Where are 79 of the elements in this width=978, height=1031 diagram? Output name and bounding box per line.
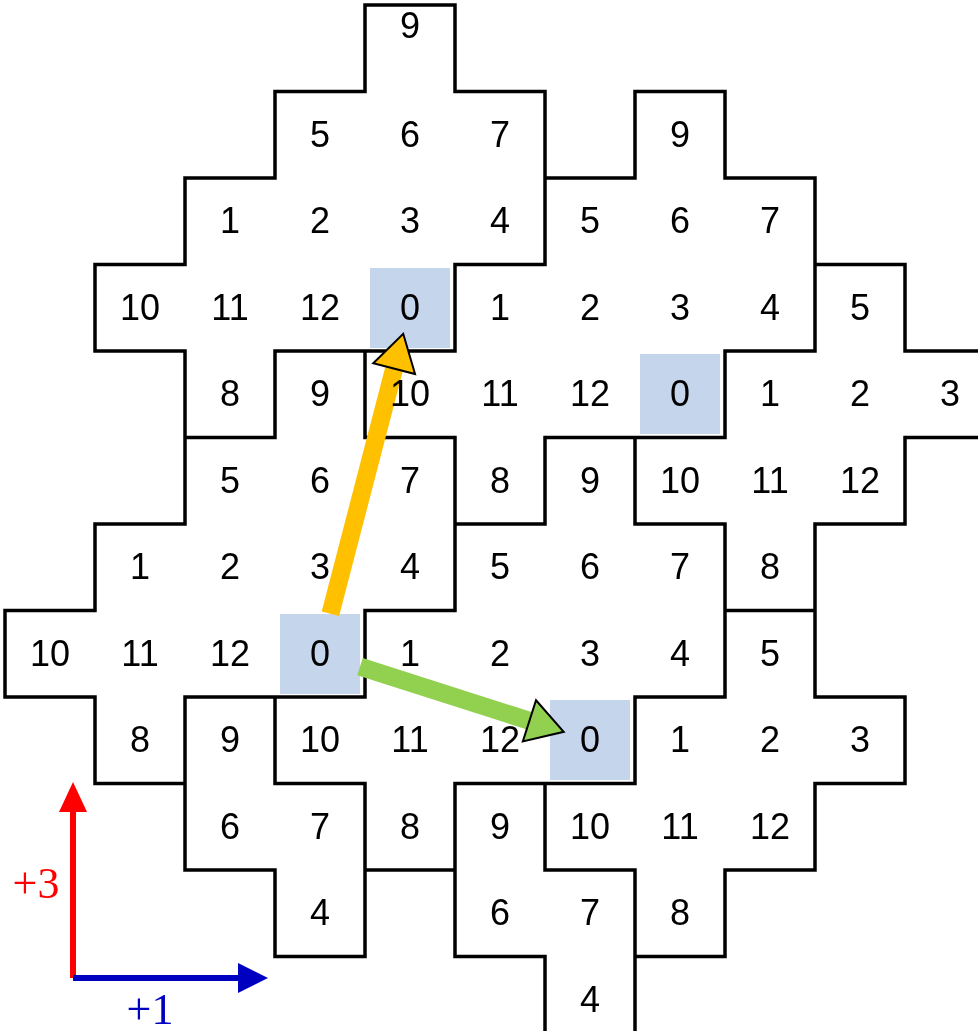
cell-number: 10 bbox=[120, 289, 160, 326]
cell-number: 2 bbox=[490, 635, 510, 672]
cell-number: 3 bbox=[940, 376, 960, 413]
cell-number: 1 bbox=[760, 376, 780, 413]
arrow bbox=[357, 658, 565, 743]
cell-number: 12 bbox=[750, 808, 790, 845]
cell-number: 2 bbox=[850, 376, 870, 413]
highlighted-cell: 0 bbox=[370, 267, 450, 348]
cell-number: 9 bbox=[670, 116, 690, 153]
cell-number: 10 bbox=[660, 462, 700, 499]
cell-number: 5 bbox=[220, 462, 240, 499]
cell-number: 8 bbox=[130, 722, 150, 759]
cell-number: 7 bbox=[310, 808, 330, 845]
cell-number: 3 bbox=[580, 635, 600, 672]
cell-number: 5 bbox=[760, 635, 780, 672]
cell-number: 10 bbox=[570, 808, 610, 845]
cell-number: 7 bbox=[580, 895, 600, 932]
arrow bbox=[321, 332, 417, 616]
cell-number: 2 bbox=[310, 203, 330, 240]
cell-number: 6 bbox=[670, 203, 690, 240]
cell-number: 12 bbox=[840, 462, 880, 499]
cell-number: 1 bbox=[670, 722, 690, 759]
cell-number: 11 bbox=[211, 289, 249, 326]
highlighted-cell: 0 bbox=[640, 354, 720, 435]
cell-number: 7 bbox=[670, 549, 690, 586]
cell-number: 9 bbox=[580, 462, 600, 499]
cell-number: 11 bbox=[661, 808, 699, 845]
cell-number: 10 bbox=[300, 722, 340, 759]
cell-number: 3 bbox=[310, 549, 330, 586]
cell-number: 12 bbox=[480, 722, 520, 759]
cell-number: 2 bbox=[220, 549, 240, 586]
cell-number: 5 bbox=[580, 203, 600, 240]
cell-number: 9 bbox=[220, 722, 240, 759]
cell-number: 6 bbox=[400, 116, 420, 153]
cell-number: 1 bbox=[490, 289, 510, 326]
cell-number: 12 bbox=[300, 289, 340, 326]
cell-number: 3 bbox=[670, 289, 690, 326]
cell-number: 8 bbox=[220, 376, 240, 413]
highlighted-cell: 0 bbox=[280, 613, 360, 694]
cell-number: 10 bbox=[30, 635, 70, 672]
cell-number: 3 bbox=[400, 203, 420, 240]
cell-number: 9 bbox=[400, 8, 420, 44]
cell-number: 4 bbox=[310, 895, 330, 932]
cell-number: 1 bbox=[400, 635, 420, 672]
cell-number: 1 bbox=[220, 203, 240, 240]
cell-number: 4 bbox=[400, 549, 420, 586]
cell-number: 5 bbox=[850, 289, 870, 326]
cell-number: 2 bbox=[760, 722, 780, 759]
cell-number: 9 bbox=[310, 376, 330, 413]
cell-number: 6 bbox=[490, 895, 510, 932]
cell-number: 3 bbox=[850, 722, 870, 759]
cell-number: 6 bbox=[310, 462, 330, 499]
cell-number: 7 bbox=[400, 462, 420, 499]
cell-number: 5 bbox=[490, 549, 510, 586]
cell-number: 1 bbox=[130, 549, 150, 586]
cell-number: 4 bbox=[670, 635, 690, 672]
cell-number: 7 bbox=[760, 203, 780, 240]
cell-number: 12 bbox=[210, 635, 250, 672]
cell-number: 8 bbox=[670, 895, 690, 932]
cell-number: 8 bbox=[760, 549, 780, 586]
cell-number: 2 bbox=[580, 289, 600, 326]
cell-number: 11 bbox=[751, 462, 789, 499]
axis-label: +1 bbox=[126, 988, 174, 1031]
axis-label: +3 bbox=[12, 862, 60, 906]
cell-number: 11 bbox=[391, 722, 429, 759]
cell-number: 11 bbox=[121, 635, 159, 672]
cell-number: 12 bbox=[570, 376, 610, 413]
cell-number: 6 bbox=[580, 549, 600, 586]
cell-number: 7 bbox=[490, 116, 510, 153]
cell-number: 4 bbox=[580, 981, 600, 1018]
cell-number: 11 bbox=[481, 376, 519, 413]
cell-number: 9 bbox=[490, 808, 510, 845]
cell-number: 5 bbox=[310, 116, 330, 153]
highlighted-cell: 0 bbox=[550, 700, 630, 781]
cell-number: 4 bbox=[490, 203, 510, 240]
cell-number: 8 bbox=[490, 462, 510, 499]
cell-number: 8 bbox=[400, 808, 420, 845]
cell-number: 6 bbox=[220, 808, 240, 845]
cell-number: 4 bbox=[760, 289, 780, 326]
